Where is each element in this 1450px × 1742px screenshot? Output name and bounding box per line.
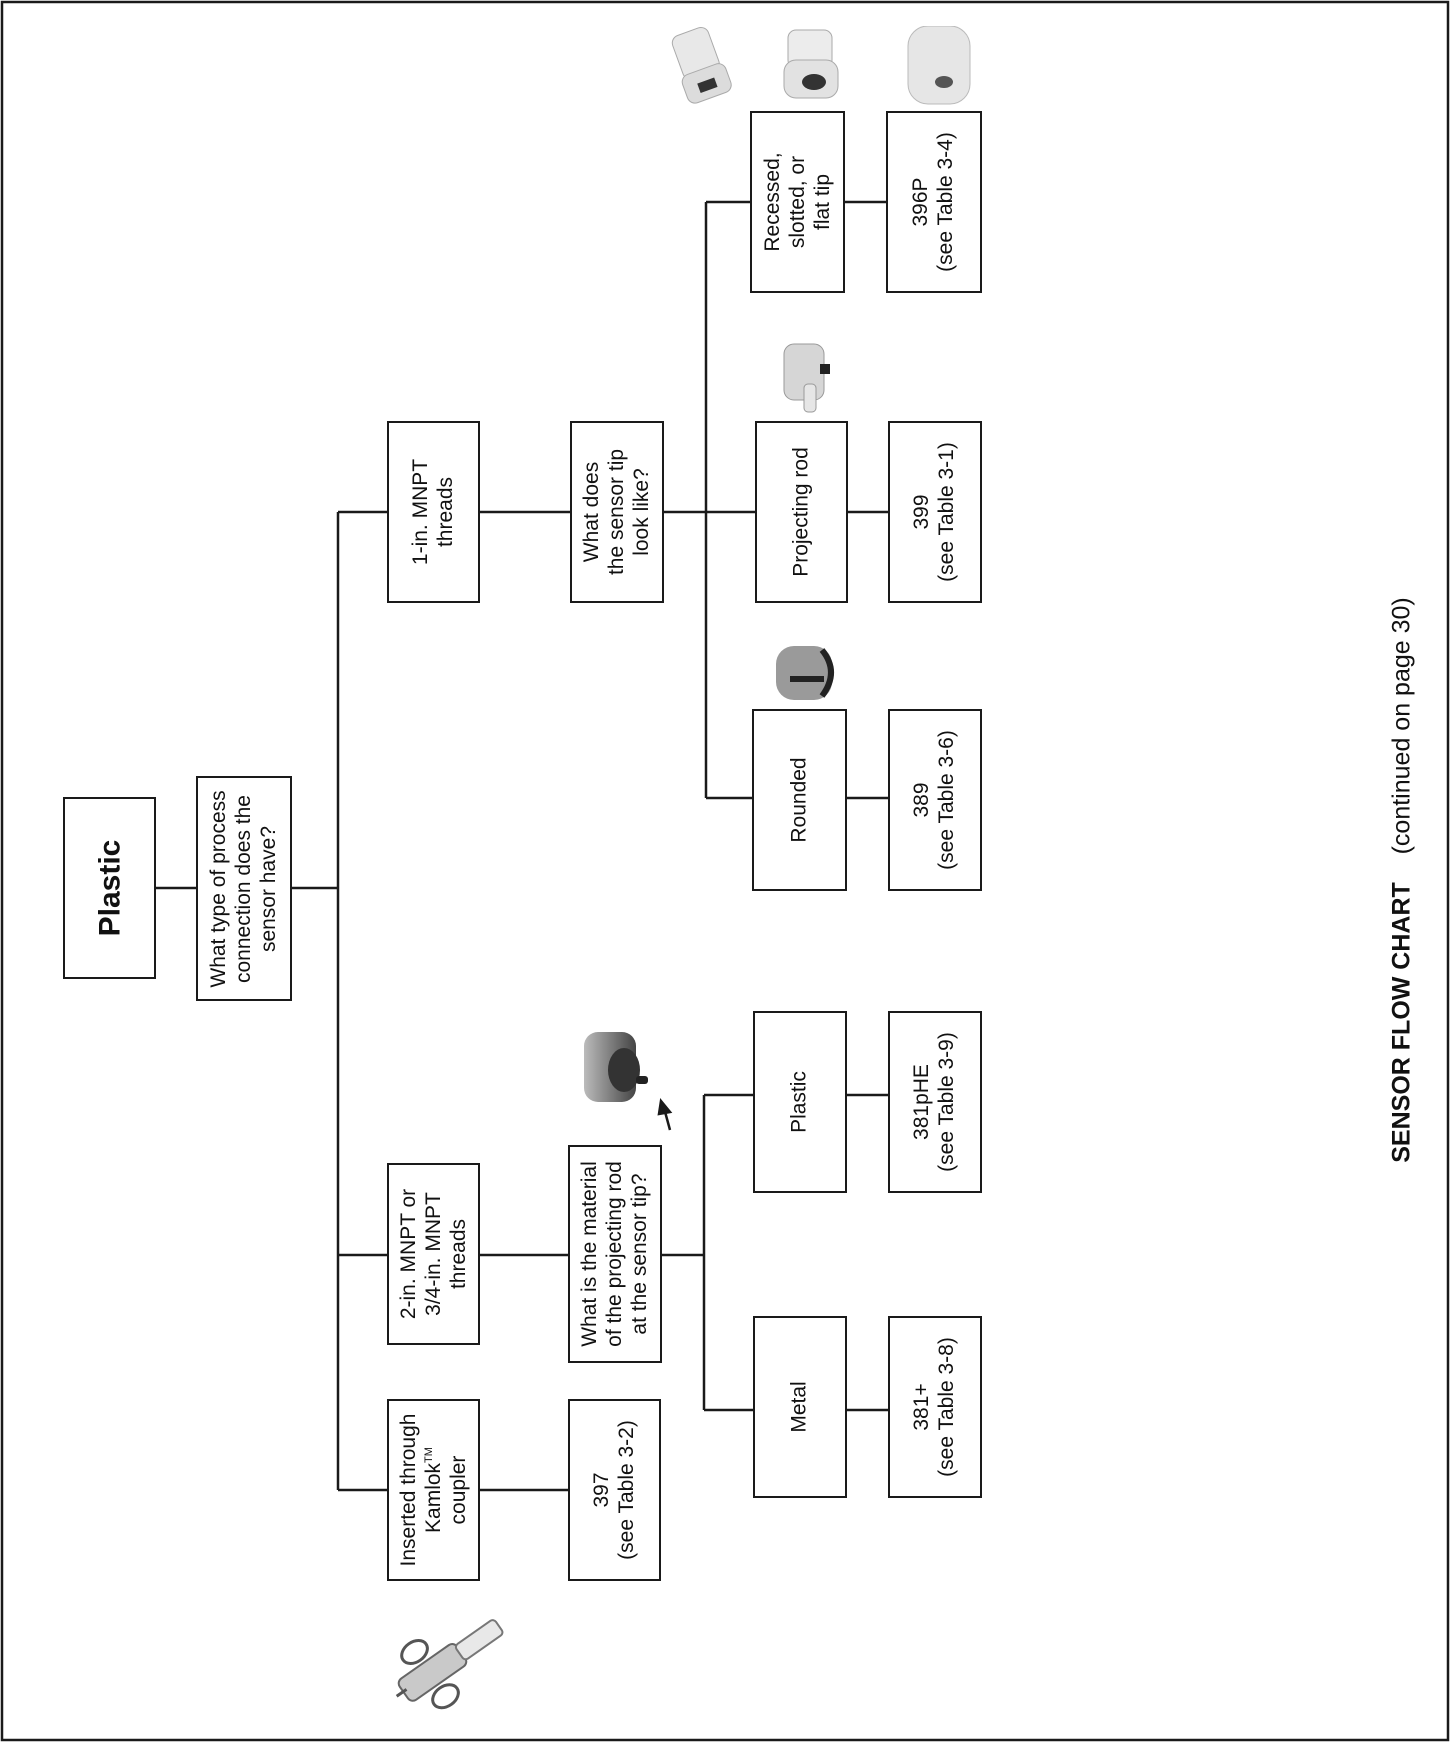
rounded-tip-photo bbox=[776, 646, 834, 700]
result-399-model: 399 bbox=[910, 494, 934, 530]
result-381plus-model: 381+ bbox=[910, 1383, 934, 1431]
branch-2in-line2: 3/4-in. MNPT bbox=[421, 1192, 445, 1316]
branch-2in-line3: threads bbox=[445, 1218, 469, 1290]
kamlok-coupler-photo bbox=[395, 1619, 504, 1710]
result-381plus-box: 381+ (see Table 3-8) bbox=[888, 1316, 982, 1498]
q-material-line3: at the sensor tip? bbox=[627, 1173, 651, 1335]
result-399-box: 399 (see Table 3-1) bbox=[888, 421, 982, 603]
kamlok-line1: Inserted through bbox=[396, 1413, 420, 1567]
kamlok-name: Kamlok bbox=[421, 1462, 445, 1533]
result-396p-model: 396P bbox=[909, 177, 933, 227]
branch-1in-box: 1-in. MNPT threads bbox=[387, 421, 480, 603]
recessed-tip-photo-3 bbox=[907, 26, 971, 105]
q-connection-line3: sensor have? bbox=[256, 825, 280, 952]
result-389-box: 389 (see Table 3-6) bbox=[888, 709, 982, 891]
caption-title: SENSOR FLOW CHART bbox=[1387, 882, 1416, 1163]
option-rounded-label: Rounded bbox=[787, 757, 811, 843]
kamlok-line2: KamlokTM bbox=[421, 1414, 446, 1567]
result-381phe-table: (see Table 3-9) bbox=[935, 1032, 958, 1172]
q-tip-line3: look like? bbox=[629, 468, 653, 556]
result-381plus-table: (see Table 3-8) bbox=[935, 1337, 958, 1477]
option-plastic-label: Plastic bbox=[787, 1071, 811, 1133]
q-tip-line1: What does bbox=[579, 461, 603, 563]
question-material-box: What is the material of the projecting r… bbox=[568, 1145, 662, 1363]
branch-kamlok-box: Inserted through KamlokTM coupler bbox=[387, 1399, 480, 1581]
branch-1in-line2: threads bbox=[433, 476, 457, 548]
projecting-rod-tip-photo bbox=[584, 1032, 648, 1102]
option-projecting-box: Projecting rod bbox=[755, 421, 848, 603]
result-397-model: 397 bbox=[589, 1472, 613, 1508]
q-connection-line1: What type of process bbox=[206, 789, 230, 988]
caption: SENSOR FLOW CHART (continued on page 30) bbox=[1362, 550, 1442, 1210]
result-389-model: 389 bbox=[910, 782, 934, 818]
q-material-line1: What is the material bbox=[577, 1161, 601, 1347]
result-396p-table: (see Table 3-4) bbox=[934, 132, 957, 272]
branch-2in-box: 2-in. MNPT or 3/4-in. MNPT threads bbox=[387, 1163, 480, 1345]
option-recessed-line3: flat tip bbox=[809, 173, 833, 231]
kamlok-line3: coupler bbox=[445, 1455, 469, 1525]
q-connection-line2: connection does the bbox=[231, 794, 255, 983]
option-recessed-line1: Recessed, bbox=[760, 152, 784, 252]
option-plastic-box: Plastic bbox=[753, 1011, 847, 1193]
projecting-rod-photo bbox=[783, 343, 830, 413]
kamlok-tm: TM bbox=[422, 1447, 435, 1463]
option-metal-box: Metal bbox=[753, 1316, 847, 1498]
option-recessed-line2: slotted, or bbox=[785, 155, 809, 249]
root-box: Plastic bbox=[63, 797, 156, 979]
option-recessed-box: Recessed, slotted, or flat tip bbox=[750, 111, 845, 293]
option-rounded-box: Rounded bbox=[752, 709, 847, 891]
root-label: Plastic bbox=[92, 839, 126, 937]
option-projecting-label: Projecting rod bbox=[789, 447, 813, 577]
question-connection-box: What type of process connection does the… bbox=[196, 776, 292, 1001]
recessed-tip-photo-2 bbox=[783, 29, 839, 99]
result-381phe-box: 381pHE (see Table 3-9) bbox=[888, 1011, 982, 1193]
branch-1in-line1: 1-in. MNPT bbox=[408, 458, 432, 566]
option-metal-label: Metal bbox=[787, 1381, 811, 1433]
result-381phe-model: 381pHE bbox=[910, 1064, 934, 1140]
caption-note: (continued on page 30) bbox=[1387, 597, 1416, 855]
result-396p-box: 396P (see Table 3-4) bbox=[886, 111, 982, 293]
result-397-table: (see Table 3-2) bbox=[614, 1420, 638, 1560]
q-material-line2: of the projecting rod bbox=[602, 1161, 626, 1347]
result-389-table: (see Table 3-6) bbox=[935, 730, 958, 870]
q-tip-line2: the sensor tip bbox=[604, 448, 628, 576]
question-tip-box: What does the sensor tip look like? bbox=[570, 421, 664, 603]
branch-2in-line1: 2-in. MNPT or bbox=[396, 1188, 420, 1320]
recessed-tip-photo-1 bbox=[671, 26, 732, 104]
result-399-table: (see Table 3-1) bbox=[935, 442, 958, 582]
result-397-box: 397 (see Table 3-2) bbox=[568, 1399, 661, 1581]
